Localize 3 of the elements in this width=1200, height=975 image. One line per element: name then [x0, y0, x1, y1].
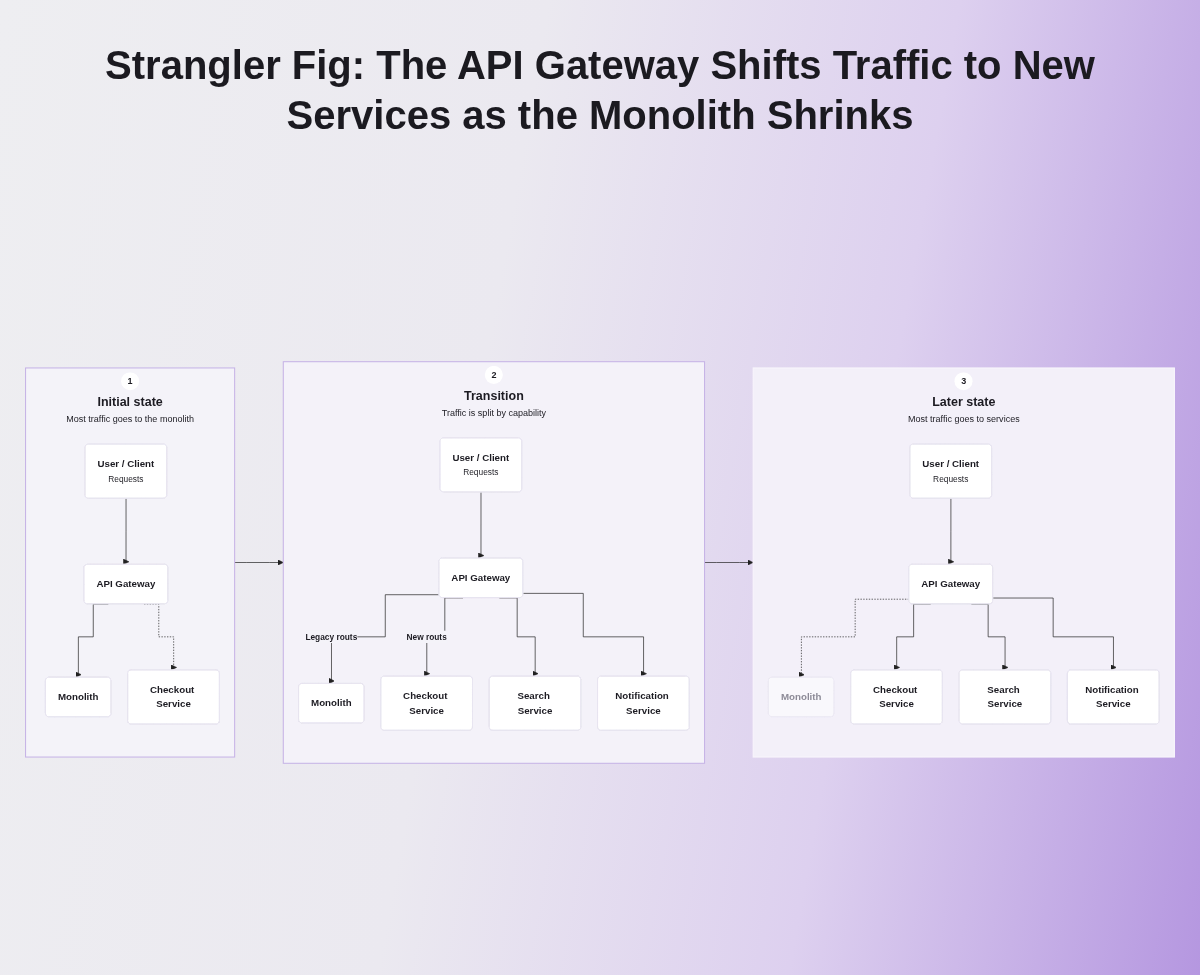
edge-label: Legacy routs — [305, 631, 358, 642]
edge-label: New routs — [406, 631, 447, 642]
diagram-title: Strangler Fig: The API Gateway Shifts Traffic to New Services as the Monolith Shrinks — [104, 42, 1096, 139]
